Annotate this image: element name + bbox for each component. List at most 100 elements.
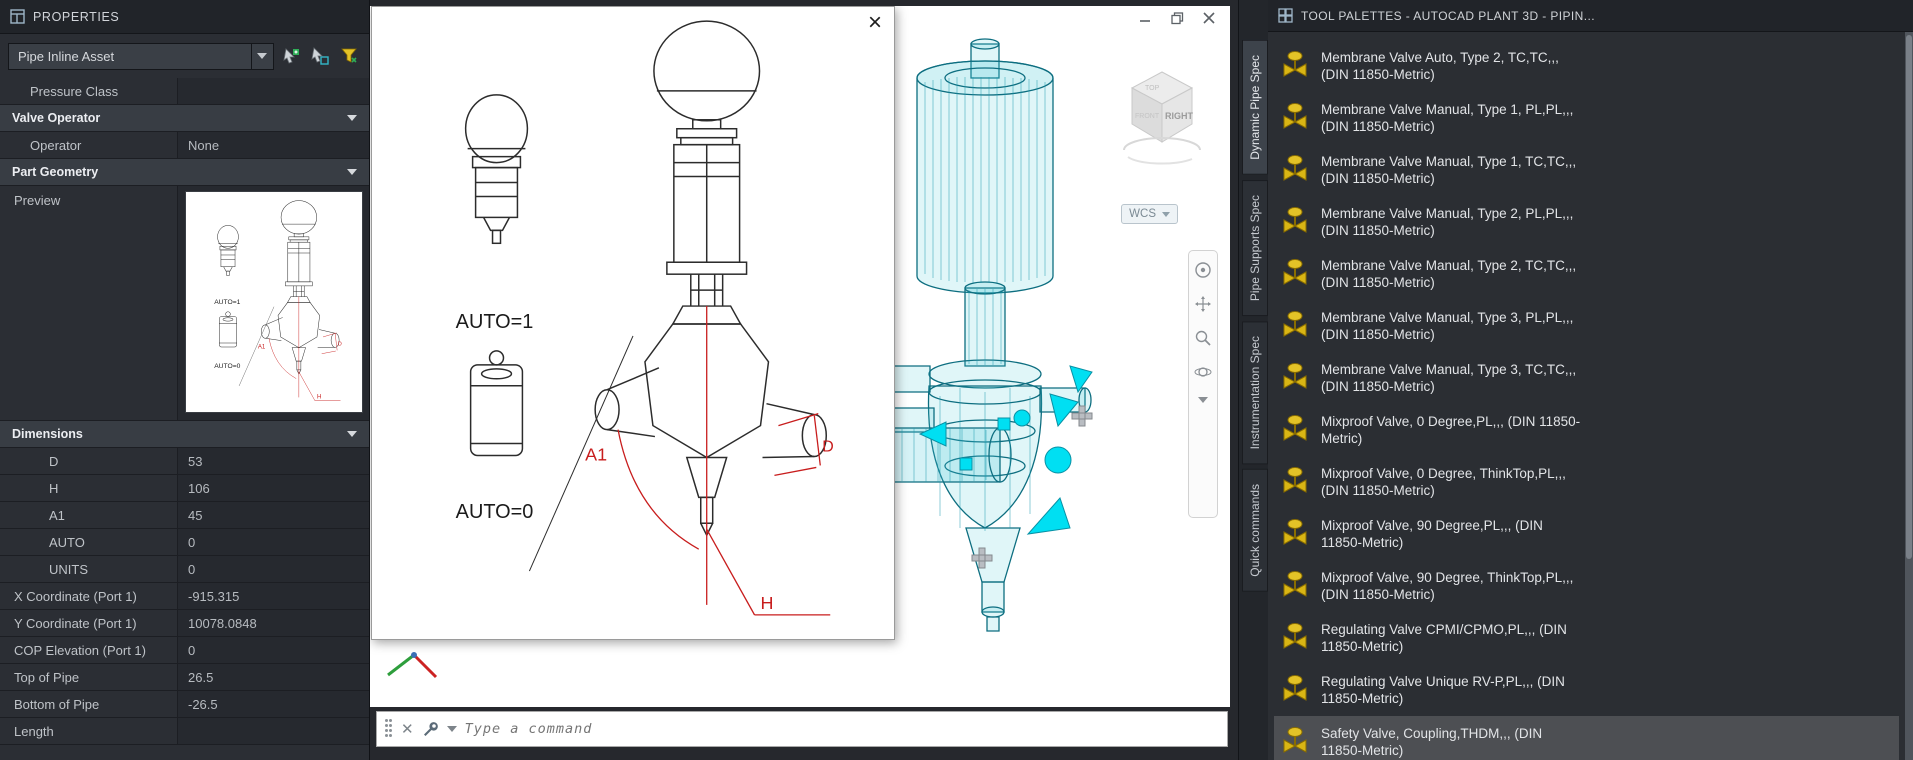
properties-titlebar[interactable]: PROPERTIES <box>0 0 369 34</box>
palette-item-label: Membrane Valve Auto, Type 2, TC,TC,,, (D… <box>1321 50 1559 82</box>
restore-button[interactable] <box>1168 10 1186 26</box>
command-line-grip[interactable] <box>385 719 393 739</box>
property-value[interactable]: 45 <box>178 502 369 528</box>
valve-tool-icon <box>1283 466 1307 493</box>
property-value[interactable]: 106 <box>178 475 369 501</box>
palette-tab[interactable]: Quick commands <box>1242 469 1268 592</box>
palette-tab[interactable]: Dynamic Pipe Spec <box>1242 40 1268 175</box>
palette-item[interactable]: Membrane Valve Manual, Type 3, TC,TC,,, … <box>1274 352 1899 404</box>
property-label: Operator <box>0 132 178 158</box>
valve-tool-icon <box>1283 362 1307 389</box>
drawing-window-controls <box>1136 10 1218 26</box>
section-header-dimensions[interactable]: Dimensions <box>0 421 369 448</box>
palette-item-label: Membrane Valve Manual, Type 2, TC,TC,,, … <box>1321 258 1577 290</box>
ucs-axis-icon <box>387 652 438 679</box>
tool-palettes-title: TOOL PALETTES - AUTOCAD PLANT 3D - PIPIN… <box>1301 8 1595 23</box>
valve-tool-icon <box>1283 310 1307 337</box>
property-label: H <box>0 475 178 501</box>
command-line-close-button[interactable]: ✕ <box>401 720 414 738</box>
palette-item[interactable]: Regulating Valve CPMI/CPMO,PL,,, (DIN 11… <box>1274 612 1899 664</box>
property-value[interactable]: 53 <box>178 448 369 474</box>
palette-item[interactable]: Mixproof Valve, 90 Degree,PL,,, (DIN 118… <box>1274 508 1899 560</box>
palette-item[interactable]: Membrane Valve Manual, Type 2, PL,PL,,, … <box>1274 196 1899 248</box>
property-value[interactable]: -915.315 <box>178 583 369 609</box>
wcs-dropdown[interactable]: WCS <box>1121 204 1178 224</box>
properties-toolbar: Pipe Inline Asset <box>0 34 369 78</box>
property-label: COP Elevation (Port 1) <box>0 637 178 663</box>
toggle-pickadd-button[interactable] <box>280 44 303 68</box>
zoom-icon[interactable] <box>1194 329 1212 347</box>
palette-item-label: Safety Valve, Coupling,THDM,,, (DIN 1185… <box>1321 726 1543 758</box>
property-value[interactable] <box>178 78 369 104</box>
select-objects-button[interactable] <box>309 44 332 68</box>
palette-item-label: Membrane Valve Manual, Type 2, PL,PL,,, … <box>1321 206 1574 238</box>
command-line-bar: ✕ <box>376 711 1228 747</box>
palette-item[interactable]: Safety Valve, Coupling,THDM,,, (DIN 1185… <box>1274 716 1899 760</box>
palette-item[interactable]: Membrane Valve Manual, Type 3, PL,PL,,, … <box>1274 300 1899 352</box>
palette-item[interactable]: Regulating Valve Unique RV-P,PL,,, (DIN … <box>1274 664 1899 716</box>
preview-cell <box>178 186 369 420</box>
quick-select-button[interactable] <box>338 44 361 68</box>
palette-item[interactable]: Mixproof Valve, 0 Degree, ThinkTop,PL,,,… <box>1274 456 1899 508</box>
pan-icon[interactable] <box>1194 295 1212 313</box>
property-value[interactable]: -26.5 <box>178 691 369 717</box>
minimize-button[interactable] <box>1136 10 1154 26</box>
property-value[interactable]: 0 <box>178 637 369 663</box>
palette-item-label: Mixproof Valve, 90 Degree,PL,,, (DIN 118… <box>1321 518 1543 550</box>
properties-grid: Pressure Class Valve Operator Operator N… <box>0 78 369 760</box>
coordinate-row: Y Coordinate (Port 1) 10078.0848 <box>0 610 369 637</box>
grip-circles[interactable] <box>1013 409 1072 474</box>
palette-scrollbar-thumb[interactable] <box>1906 35 1912 560</box>
property-value[interactable]: None <box>178 132 369 158</box>
object-type-dropdown[interactable]: Pipe Inline Asset <box>8 42 274 70</box>
tool-palettes-icon <box>1278 8 1293 23</box>
selected-valve-3d-model[interactable] <box>870 36 1150 648</box>
property-value[interactable]: 0 <box>178 556 369 582</box>
palette-item[interactable]: Mixproof Valve, 0 Degree,PL,,, (DIN 1185… <box>1274 404 1899 456</box>
palette-tab-label: Instrumentation Spec <box>1248 335 1262 450</box>
tool-palettes-titlebar[interactable]: TOOL PALETTES - AUTOCAD PLANT 3D - PIPIN… <box>1268 0 1913 32</box>
object-type-value: Pipe Inline Asset <box>18 48 115 64</box>
palette-tab-label: Pipe Supports Spec <box>1248 194 1262 301</box>
viewcube-right-face: RIGHT <box>1165 111 1194 121</box>
property-value[interactable]: 10078.0848 <box>178 610 369 636</box>
dimension-row: AUTO 0 <box>0 529 369 556</box>
property-value[interactable]: 0 <box>178 529 369 555</box>
palette-scrollbar[interactable] <box>1905 32 1913 760</box>
grip-plus[interactable] <box>971 405 1093 569</box>
command-line-area: ✕ <box>370 707 1230 760</box>
palette-tab[interactable]: Pipe Supports Spec <box>1242 179 1268 316</box>
palette-tab[interactable]: Instrumentation Spec <box>1242 320 1268 465</box>
recent-commands-chevron-icon[interactable] <box>446 726 457 732</box>
palette-item[interactable]: Membrane Valve Manual, Type 2, TC,TC,,, … <box>1274 248 1899 300</box>
properties-icon <box>10 9 25 24</box>
property-row-preview: Preview <box>0 186 369 421</box>
close-button[interactable] <box>1200 10 1218 26</box>
palette-item[interactable]: Membrane Valve Auto, Type 2, TC,TC,,, (D… <box>1274 40 1899 92</box>
grip-arrows[interactable] <box>918 365 1093 535</box>
model-space-canvas[interactable]: TOP FRONT RIGHT WCS <box>370 6 1230 707</box>
section-header-part-geometry[interactable]: Part Geometry <box>0 159 369 186</box>
palette-item[interactable]: Membrane Valve Manual, Type 1, PL,PL,,, … <box>1274 92 1899 144</box>
palette-item[interactable]: Mixproof Valve, 90 Degree, ThinkTop,PL,,… <box>1274 560 1899 612</box>
viewcube[interactable]: TOP FRONT RIGHT <box>1118 58 1202 170</box>
dialog-close-button[interactable]: × <box>867 9 882 36</box>
tool-palettes-panel: TOOL PALETTES - AUTOCAD PLANT 3D - PIPIN… <box>1268 0 1913 760</box>
grip-squares[interactable] <box>959 417 1011 471</box>
palette-item-label: Mixproof Valve, 0 Degree, ThinkTop,PL,,,… <box>1321 466 1566 498</box>
valve-dimension-drawing <box>454 20 835 616</box>
valve-tool-icon <box>1283 50 1307 77</box>
valve-tool-icon <box>1283 570 1307 597</box>
property-value[interactable]: 26.5 <box>178 664 369 690</box>
palette-item-label: Membrane Valve Manual, Type 3, TC,TC,,, … <box>1321 362 1577 394</box>
command-input[interactable] <box>464 721 1219 737</box>
property-label: Top of Pipe <box>0 664 178 690</box>
navigation-wheel-icon[interactable] <box>1194 261 1212 279</box>
palette-item[interactable]: Membrane Valve Manual, Type 1, TC,TC,,, … <box>1274 144 1899 196</box>
orbit-icon[interactable] <box>1194 363 1212 381</box>
property-value[interactable] <box>178 718 369 744</box>
section-header-valve-operator[interactable]: Valve Operator <box>0 105 369 132</box>
customize-wrench-icon[interactable] <box>422 721 439 738</box>
navbar-more-chevron-icon[interactable] <box>1198 397 1208 403</box>
